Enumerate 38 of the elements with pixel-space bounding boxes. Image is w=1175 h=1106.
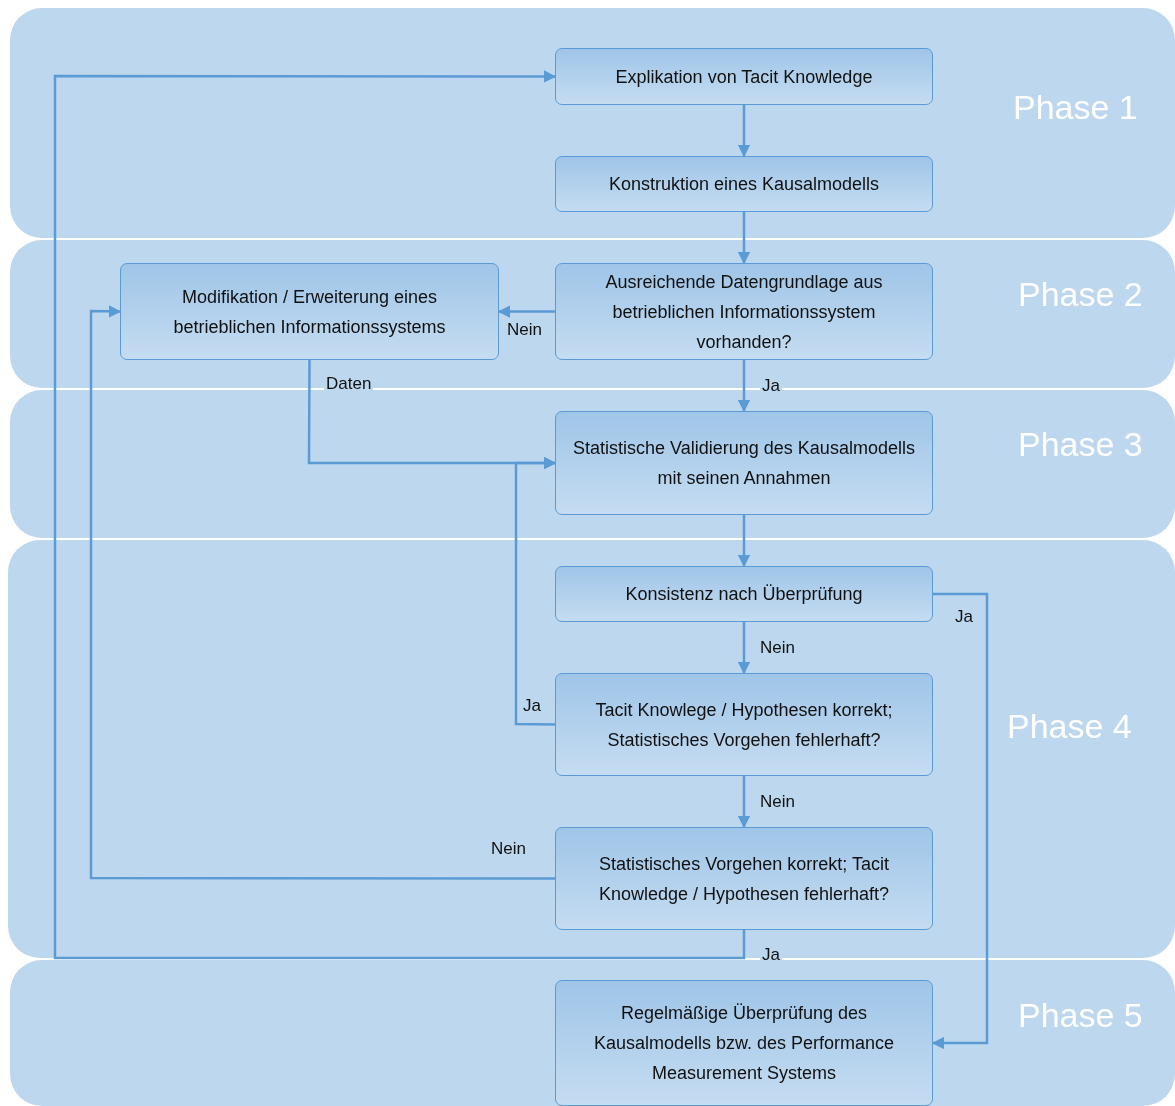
box-text: Tacit Knowlege / Hypothesen korrekt; Statistisches Vorgehen fehlerhaft?	[594, 698, 894, 752]
box-text: Modifikation / Erweiterung eines betrieblichen Informationssystems	[172, 285, 447, 339]
process-box	[555, 566, 933, 622]
phase-label: Phase 2	[1018, 275, 1143, 314]
phase-band	[10, 390, 1175, 538]
arrow	[931, 592, 989, 1050]
process-box	[555, 673, 933, 776]
arrow	[737, 212, 751, 265]
arrow	[514, 456, 557, 726]
process-box	[555, 980, 933, 1106]
box-text: Regelmäßige Überprüfung des Kausalmodells bzw. des Performance Measurement Systems	[592, 1002, 896, 1085]
arrow	[737, 360, 751, 413]
phase-label: Phase 5	[1018, 996, 1143, 1035]
process-box	[555, 827, 933, 930]
process-box	[555, 263, 933, 360]
arrow	[737, 105, 751, 158]
phase-label: Phase 4	[1007, 707, 1132, 746]
phase-label: Phase 1	[1013, 88, 1138, 127]
arrow	[89, 305, 555, 880]
process-box	[555, 48, 933, 105]
arrow	[737, 622, 751, 675]
phase-band	[10, 960, 1175, 1106]
phase-band	[8, 540, 1175, 958]
process-box	[555, 411, 933, 515]
arrow	[737, 776, 751, 829]
process-box	[555, 156, 933, 212]
arrow	[737, 515, 751, 568]
phase-band	[10, 8, 1175, 238]
arrow	[53, 70, 746, 960]
box-text: Explikation von Tacit Knowledge	[615, 65, 873, 89]
process-box	[120, 263, 499, 360]
box-text: Konsistenz nach Überprüfung	[625, 583, 863, 606]
arrow	[497, 305, 555, 318]
box-text: Statistisches Vorgehen korrekt; Tacit Knowledge / Hypothesen fehlerhaft?	[597, 852, 891, 906]
phase-label: Phase 3	[1018, 425, 1143, 464]
box-text: Statistische Validierung des Kausalmodells mit seinen Annahmen	[572, 437, 916, 490]
box-text: Ausreichende Datengrundlage aus betrieblichen Informationssystem vorhanden?	[604, 270, 884, 354]
box-text: Konstruktion eines Kausalmodells	[608, 173, 880, 196]
